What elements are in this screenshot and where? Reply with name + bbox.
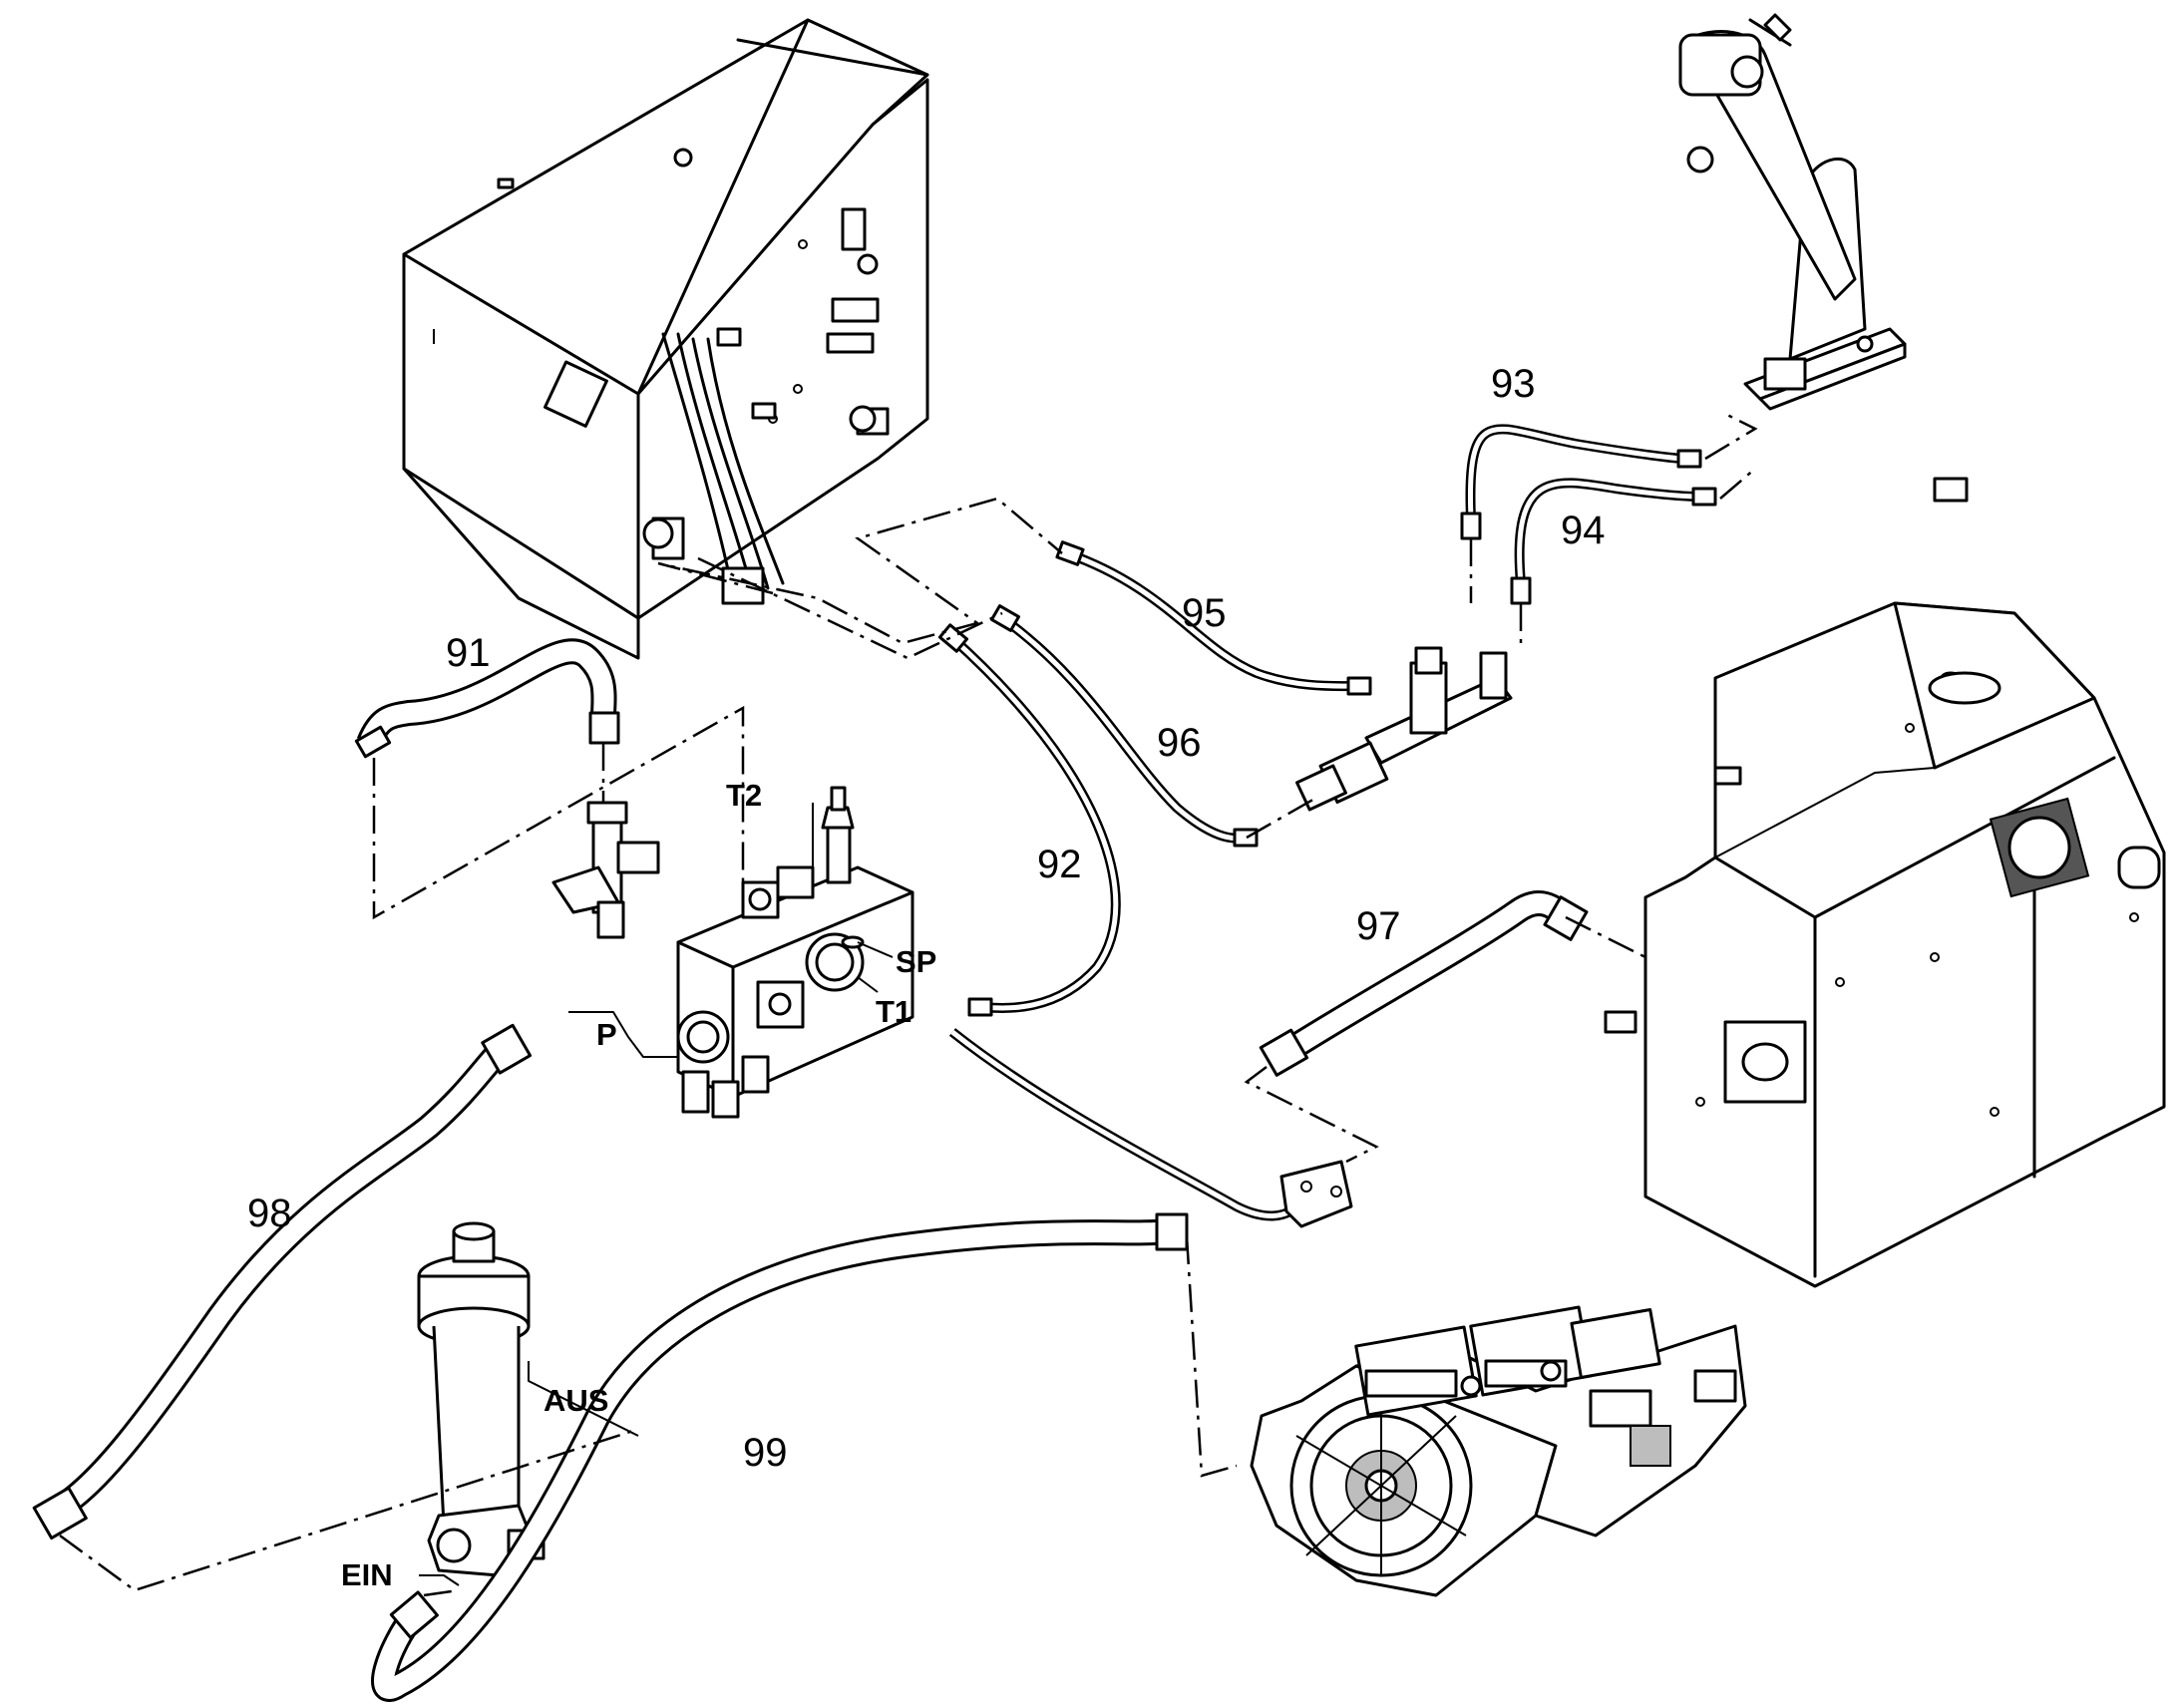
label-97: 97 bbox=[1356, 904, 1401, 948]
label-95: 95 bbox=[1182, 591, 1227, 635]
rigid-tube-t1 bbox=[948, 1028, 1353, 1228]
filter-assembly bbox=[417, 1221, 545, 1577]
label-93: 93 bbox=[1491, 362, 1536, 406]
hose-95 bbox=[1055, 540, 1372, 696]
hose-97 bbox=[1259, 890, 1589, 1077]
hose-99 bbox=[371, 1212, 1189, 1702]
label-91: 91 bbox=[446, 631, 491, 675]
hose-98 bbox=[32, 1023, 533, 1540]
port-label-ein: EIN bbox=[341, 1557, 393, 1592]
port-label-p: P bbox=[596, 1017, 617, 1052]
hose-94 bbox=[1510, 478, 1717, 605]
part-number-labels: 91 92 93 94 95 96 97 98 99 bbox=[247, 362, 1606, 1475]
label-92: 92 bbox=[1037, 843, 1082, 886]
port-label-sp: SP bbox=[896, 944, 936, 979]
label-99: 99 bbox=[743, 1431, 788, 1475]
label-94: 94 bbox=[1561, 509, 1606, 552]
hose-93 bbox=[1460, 424, 1702, 540]
label-98: 98 bbox=[247, 1192, 292, 1235]
distribution-manifold bbox=[1295, 646, 1513, 812]
port-labels: T2 SP T1 P AUS EIN bbox=[341, 778, 936, 1592]
valve-block bbox=[676, 786, 914, 1119]
port-label-t2: T2 bbox=[726, 778, 762, 813]
tee-fitting bbox=[551, 801, 660, 939]
hydraulic-tank-assembly bbox=[1604, 477, 2166, 1288]
port-callout-ticks bbox=[419, 803, 894, 1586]
pump-gearbox-assembly bbox=[1250, 1305, 1747, 1597]
leader-lines bbox=[59, 412, 1758, 1597]
label-96: 96 bbox=[1157, 721, 1202, 765]
hose-92 bbox=[937, 623, 1121, 1017]
hose-96 bbox=[989, 604, 1259, 848]
hose-91 bbox=[354, 638, 620, 759]
control-box-assembly bbox=[402, 18, 929, 660]
port-label-t1: T1 bbox=[876, 994, 911, 1029]
port-label-aus: AUS bbox=[544, 1383, 608, 1418]
joystick-assembly bbox=[1678, 13, 1907, 411]
